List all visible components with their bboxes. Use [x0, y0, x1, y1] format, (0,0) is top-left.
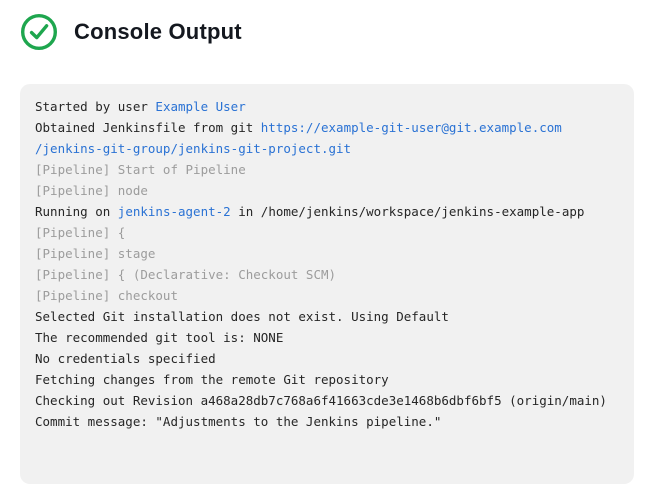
console-line: [Pipeline] { (Declarative: Checkout SCM)	[35, 264, 619, 285]
console-line: Commit message: "Adjustments to the Jenk…	[35, 411, 619, 432]
check-circle-icon	[19, 12, 59, 52]
console-link[interactable]: https://example-git-user@git.example.com	[260, 120, 562, 135]
console-link[interactable]: Example User	[155, 99, 246, 114]
console-text: Commit message: "Adjustments to the Jenk…	[35, 414, 442, 429]
console-text: Selected Git installation does not exist…	[35, 309, 449, 324]
console-line: [Pipeline] Start of Pipeline	[35, 159, 619, 180]
console-text: [Pipeline] {	[35, 225, 126, 240]
console-text: Obtained Jenkinsfile from git	[35, 120, 261, 135]
console-output-header: Console Output	[19, 12, 242, 52]
console-text: [Pipeline] checkout	[35, 288, 178, 303]
console-line: No credentials specified	[35, 348, 619, 369]
console-line: Checking out Revision a468a28db7c768a6f4…	[35, 390, 619, 411]
console-text: [Pipeline] { (Declarative: Checkout SCM)	[35, 267, 337, 282]
console-line: Selected Git installation does not exist…	[35, 306, 619, 327]
console-line: [Pipeline] stage	[35, 243, 619, 264]
console-text: Fetching changes from the remote Git rep…	[35, 372, 389, 387]
console-text: [Pipeline] stage	[35, 246, 156, 261]
console-text: No credentials specified	[35, 351, 216, 366]
page-title: Console Output	[74, 19, 242, 44]
console-text: [Pipeline] node	[35, 183, 148, 198]
console-text: Checking out Revision a468a28db7c768a6f4…	[35, 393, 607, 408]
console-link[interactable]: jenkins-agent-2	[117, 204, 231, 219]
console-text: Running on	[35, 204, 118, 219]
console-link[interactable]: /jenkins-git-group/jenkins-git-project.g…	[35, 141, 352, 156]
console-line: [Pipeline] checkout	[35, 285, 619, 306]
console-line: Fetching changes from the remote Git rep…	[35, 369, 619, 390]
console-text: Started by user	[35, 99, 156, 114]
console-line: /jenkins-git-group/jenkins-git-project.g…	[35, 138, 619, 159]
console-line: Running on jenkins-agent-2 in /home/jenk…	[35, 201, 619, 222]
console-line: Obtained Jenkinsfile from git https://ex…	[35, 117, 619, 138]
console-text: in /home/jenkins/workspace/jenkins-examp…	[230, 204, 585, 219]
console-text: The recommended git tool is: NONE	[35, 330, 284, 345]
console-line: [Pipeline] node	[35, 180, 619, 201]
console-text: [Pipeline] Start of Pipeline	[35, 162, 246, 177]
console-line: The recommended git tool is: NONE	[35, 327, 619, 348]
console-line: [Pipeline] {	[35, 222, 619, 243]
console-line: Started by user Example User	[35, 96, 619, 117]
